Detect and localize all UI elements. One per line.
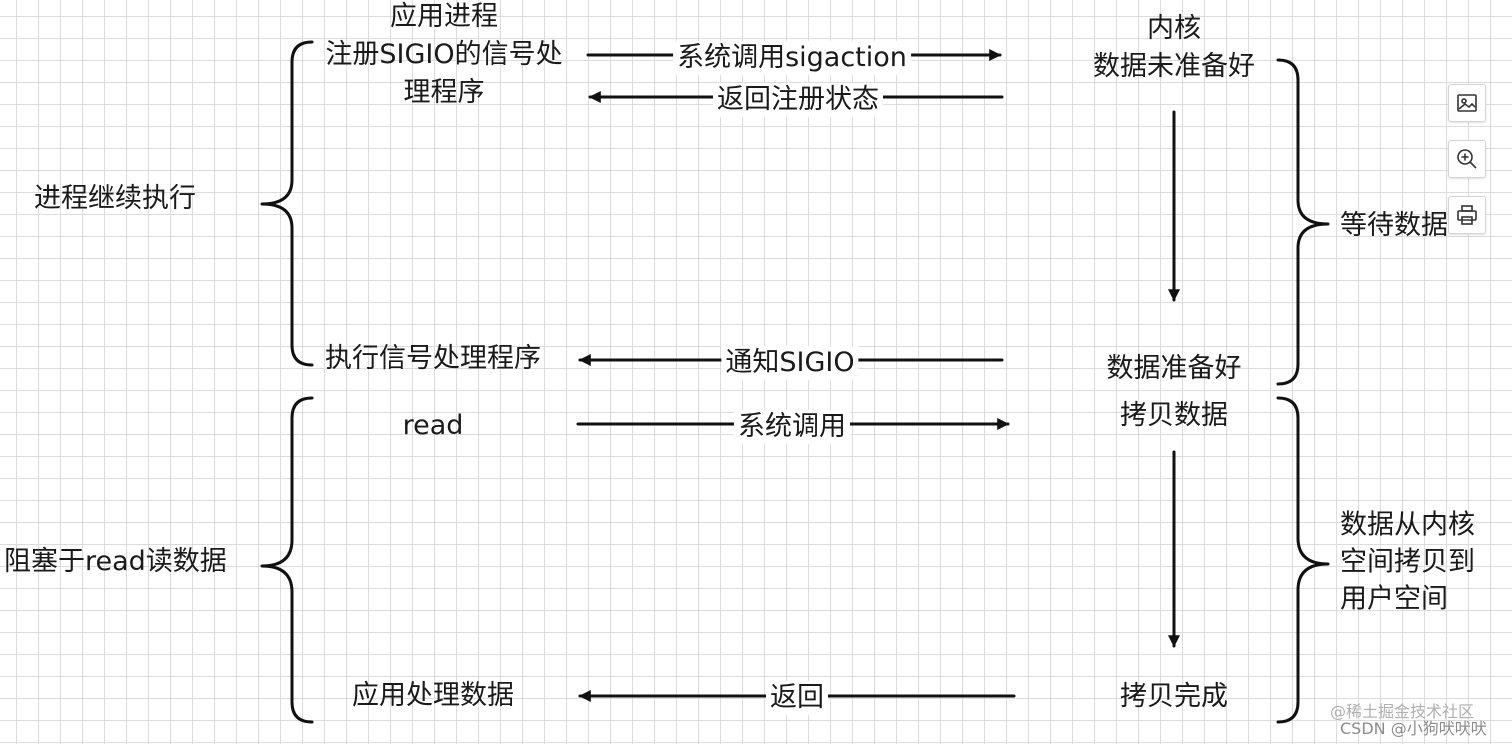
left-brace-bottom bbox=[260, 396, 314, 724]
label-copy-data: 拷贝数据 bbox=[1120, 400, 1228, 431]
label-return: 返回 bbox=[766, 681, 828, 715]
label-return-status: 返回注册状态 bbox=[713, 83, 883, 117]
right-brace-bottom bbox=[1276, 396, 1330, 724]
label-notify-sigio: 通知SIGIO bbox=[721, 346, 859, 380]
image-toolbar bbox=[1448, 84, 1488, 252]
label-syscall: 系统调用 bbox=[734, 410, 850, 444]
watermark-juejin: @稀土掘金技术社区 bbox=[1330, 702, 1475, 721]
left-brace-top bbox=[260, 40, 314, 367]
label-copy-kernel-to-user: 数据从内核 空间拷贝到 用户空间 bbox=[1340, 509, 1475, 615]
label-blocked-on-read: 阻塞于read读数据 bbox=[4, 546, 227, 577]
label-process-data: 应用处理数据 bbox=[352, 680, 514, 711]
label-copy-done: 拷贝完成 bbox=[1120, 681, 1228, 712]
label-read: read bbox=[402, 410, 464, 441]
right-brace-top bbox=[1276, 58, 1330, 386]
label-process-continues: 进程继续执行 bbox=[34, 183, 196, 214]
print-icon[interactable] bbox=[1448, 196, 1486, 234]
label-kernel-not-ready: 内核 数据未准备好 bbox=[1093, 13, 1255, 82]
image-icon[interactable] bbox=[1448, 84, 1486, 122]
label-exec-handler: 执行信号处理程序 bbox=[325, 343, 541, 374]
watermark-csdn: CSDN @小狗吠吠吠 bbox=[1340, 719, 1487, 738]
label-waiting-data: 等待数据 bbox=[1340, 210, 1448, 241]
zoom-in-icon[interactable] bbox=[1448, 140, 1486, 178]
label-register-handler: 应用进程 注册SIGIO的信号处 理程序 bbox=[325, 1, 563, 108]
label-data-ready: 数据准备好 bbox=[1106, 353, 1242, 384]
label-sigaction: 系统调用sigaction bbox=[673, 41, 911, 75]
